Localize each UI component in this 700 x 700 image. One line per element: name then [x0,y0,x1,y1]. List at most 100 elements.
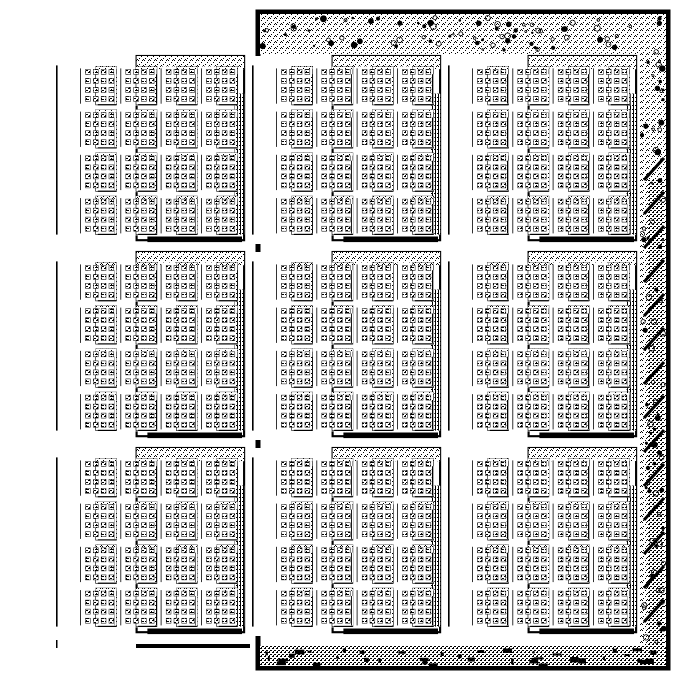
noise-texture [501,378,506,384]
noise-texture [214,479,220,485]
thumb-bottom-bar [374,233,393,235]
noise-texture [109,360,114,366]
thumb-cell [181,87,187,93]
noise-texture [370,274,375,280]
noise-texture [606,335,612,341]
noise-texture [141,461,147,467]
thumb-cell [557,139,564,145]
noise-texture [109,69,114,75]
thumb-cell [108,308,115,314]
noise-texture [291,196,313,199]
thumb-cell [573,87,579,93]
thumb-cell [361,78,368,84]
noise-texture [329,317,335,323]
noise-texture [566,274,571,280]
thumb-cell [85,112,91,118]
thumb-cell [221,335,228,341]
thumb-cell [189,421,195,428]
thumb-edge [201,590,202,626]
thumb-cell [229,547,236,554]
noise-texture [206,591,212,597]
thumb-cell [377,69,383,75]
thumb-cell [598,139,604,145]
noise-texture [362,479,367,485]
noise-texture [181,591,187,597]
thumb-cell [214,394,220,401]
thumb-edge [356,68,358,104]
noise-texture [525,87,531,93]
thumb-cell [361,412,368,419]
noise-texture [581,317,587,323]
thumb-cell [361,198,368,205]
thumb-cell [337,121,343,127]
thumb-cell [141,488,147,494]
noise-texture [174,274,179,280]
thumb-bottom-bar [414,386,434,388]
thumb-cell [125,216,131,223]
thumb-cell [229,369,236,376]
thumb-cell [613,308,620,314]
noise-texture [305,574,310,580]
thumb-bottom-bar [147,236,242,243]
thumb-cell [93,292,99,298]
noise-texture [176,348,198,352]
thumb-cell [621,369,628,376]
thumb-cell [149,590,155,597]
noise-texture [535,27,542,34]
noise-texture [410,395,416,401]
noise-texture [370,470,375,476]
thumb-cell [229,182,236,189]
noise-texture [281,173,287,179]
noise-texture [566,265,571,271]
thumb-cell [229,608,236,615]
thumb-cell [321,378,327,385]
noise-texture [493,78,498,84]
noise-texture [566,69,571,75]
noise-texture [642,156,666,182]
noise-texture [310,160,313,191]
noise-texture [235,270,238,300]
thumb-bottom-bar [178,429,197,431]
thumb-cell [417,360,424,367]
noise-texture [477,395,483,401]
noise-texture [385,513,391,519]
noise-texture [345,208,351,214]
noise-texture [235,74,238,104]
noise-texture [622,69,627,75]
noise-texture [125,556,131,562]
noise-texture [345,155,351,161]
thumb-cell [206,522,212,528]
noise-texture [181,488,187,494]
thumb-cell [361,216,368,223]
thumb-cell [541,130,547,136]
noise-texture [222,87,227,93]
thumb-cell [189,317,195,323]
thumb-cell [108,565,115,572]
noise-texture [541,422,547,428]
noise-texture [230,121,235,127]
thumb-cell [229,335,236,341]
noise-texture [650,650,657,655]
thumb-cell [141,155,147,162]
thumb-bottom-bar [218,300,238,302]
noise-texture [345,395,351,401]
noise-texture [181,112,187,118]
noise-texture [281,78,287,84]
noise-texture [93,522,99,528]
noise-texture [622,351,627,357]
thumb-cell [500,274,507,280]
thumb-bottom-bar [138,343,157,345]
thumb-cell [133,78,139,84]
thumb-bottom-bar [218,233,238,235]
thumb-edge [80,394,81,430]
noise-texture [377,395,383,401]
thumb-cell [289,121,295,127]
noise-texture [372,348,394,352]
thumb-cell [229,225,236,232]
noise-texture [606,317,612,323]
noise-texture [402,335,408,341]
thumb-bottom-bar [218,104,238,106]
noise-texture [377,308,383,314]
noise-texture [305,488,310,494]
noise-texture [402,513,408,519]
